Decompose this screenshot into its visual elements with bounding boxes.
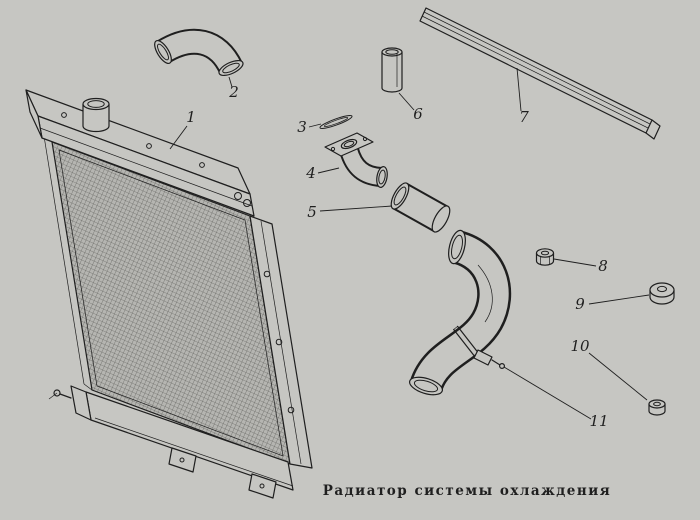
- frame-bolt-hole: [275, 338, 283, 346]
- frame-bolt-hole: [263, 270, 271, 278]
- upper-hose-opening: [222, 62, 240, 74]
- top-tank-left-cap: [25, 89, 43, 139]
- upper-hose-opening: [157, 43, 169, 61]
- leader-line-7: [516, 67, 522, 112]
- callout-9: 9: [575, 295, 585, 313]
- outlet-elbow: [324, 132, 388, 188]
- callout-1: 1: [186, 108, 196, 126]
- leader-lines: [169, 67, 650, 420]
- lower-hose-top-opening: [451, 234, 463, 260]
- short-hose-end: [390, 182, 410, 210]
- leader-line-10: [588, 352, 648, 401]
- flange-opening: [343, 140, 355, 148]
- callout-11: 11: [589, 412, 608, 430]
- tank-bolt: [199, 162, 205, 168]
- figure-caption: Радиатор системы охлаждения: [323, 483, 611, 499]
- leader-line-5: [319, 205, 393, 212]
- right-frame-inner-line: [260, 220, 302, 465]
- callout-3: 3: [297, 118, 307, 136]
- callout-10: 10: [570, 337, 590, 355]
- lower-hose-bottom-end: [408, 376, 444, 396]
- mount-foot: [248, 473, 277, 499]
- leader-line-8: [553, 258, 597, 267]
- drain-cock: [48, 389, 72, 400]
- leader-line-9: [588, 294, 650, 305]
- lower-hose-bottom-opening: [413, 379, 439, 393]
- nut-hole: [540, 250, 550, 256]
- clamp-bolt: [491, 359, 501, 366]
- filler-neck-body: [82, 104, 110, 133]
- spacer-opening: [385, 49, 399, 55]
- core-inner-frame: [58, 149, 284, 457]
- foot-hole: [259, 483, 265, 489]
- upper-hose: [154, 28, 244, 77]
- callout-8: 8: [598, 257, 608, 275]
- foot-hole: [179, 457, 185, 463]
- bottom-tank-seam: [94, 417, 294, 487]
- nut-lower: [648, 399, 666, 416]
- callout-numbers: 1 2 3 4 5 6 7 8 9 10 11: [186, 83, 608, 430]
- leader-line-4: [317, 167, 340, 174]
- bottom-tank-left-cap: [70, 385, 92, 421]
- leader-line-2: [228, 76, 233, 88]
- gasket: [319, 115, 353, 129]
- clamp-screw-housing: [473, 349, 493, 366]
- filler-neck: [82, 97, 110, 133]
- short-hose: [390, 182, 451, 233]
- leader-line-11: [503, 366, 592, 420]
- strip-rib: [423, 11, 651, 125]
- spacer-body: [381, 52, 403, 93]
- filler-neck-rim: [82, 97, 110, 111]
- filler-neck-opening: [87, 100, 105, 108]
- upper-hose-end: [218, 59, 244, 77]
- lower-hose: [408, 229, 512, 396]
- short-hose-opening: [393, 186, 407, 206]
- leader-line-3: [308, 123, 322, 128]
- top-tank-seam: [39, 127, 253, 207]
- callout-2: 2: [228, 83, 239, 101]
- leader-line-1: [169, 125, 188, 150]
- grommet-hole: [657, 285, 667, 293]
- callout-5: 5: [307, 203, 317, 221]
- flange-bolt-hole: [330, 146, 336, 152]
- leader-line-6: [398, 92, 415, 111]
- left-frame-line: [43, 135, 85, 385]
- short-hose-end: [431, 205, 451, 233]
- lower-hose-top-end: [448, 229, 466, 265]
- nut-hole: [653, 401, 661, 407]
- callout-4: 4: [305, 164, 316, 182]
- grommet: [649, 282, 675, 305]
- hose-clamp: [453, 325, 506, 370]
- mounting-strip: [419, 7, 661, 140]
- flange-bolt-hole: [362, 136, 368, 142]
- tank-bolt: [61, 112, 67, 118]
- left-frame-join: [83, 383, 93, 391]
- hose-shading: [477, 264, 493, 323]
- grommet-top: [649, 282, 675, 298]
- nut-top: [535, 248, 555, 258]
- callout-7: 7: [519, 108, 529, 126]
- tank-bolt: [146, 143, 152, 149]
- nut-upper: [535, 248, 555, 266]
- radiator-assembly: [25, 89, 313, 499]
- mount-foot: [168, 447, 197, 473]
- strip-end-cap: [645, 119, 661, 140]
- elbow-outlet-opening: [378, 169, 386, 185]
- callout-6: 6: [413, 105, 423, 123]
- tank-corner-hole: [234, 192, 242, 200]
- tank-corner-hole: [243, 199, 251, 207]
- upper-hose-end: [154, 39, 172, 65]
- clamp-bolt-head: [499, 363, 506, 370]
- nut-top: [648, 399, 666, 409]
- spacer-sleeve: [381, 47, 403, 93]
- frame-bolt-hole: [287, 406, 295, 414]
- strip-rib: [421, 15, 649, 129]
